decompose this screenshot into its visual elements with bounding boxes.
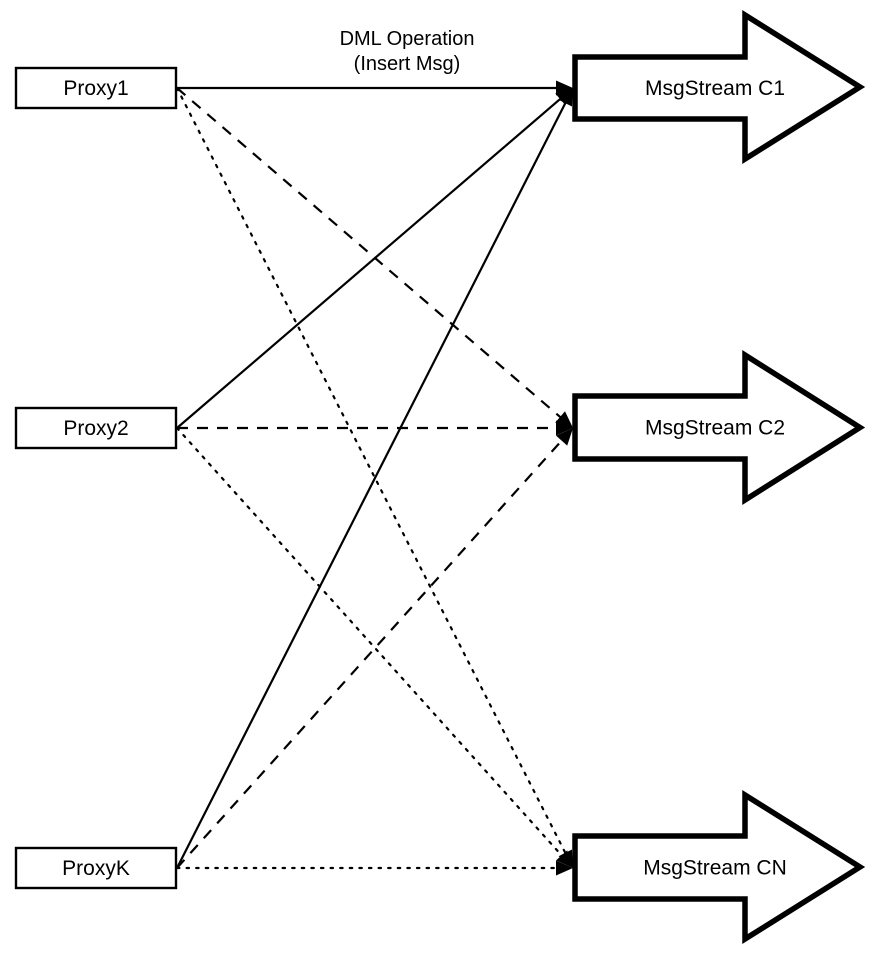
msgstream-node-c2[interactable]: MsgStream C2 [572, 350, 866, 505]
proxy-label: ProxyK [62, 857, 130, 880]
connection-pk-c2 [176, 436, 566, 869]
arrowhead-pk-c1 [558, 88, 573, 107]
connection-pk-c1 [176, 99, 569, 869]
edge-caption: DML Operation (Insert Msg) [340, 28, 475, 75]
edge-caption-line-2: (Insert Msg) [354, 53, 461, 75]
arrowhead-p1-c1 [556, 80, 573, 96]
connection-p1-cn [175, 86, 569, 858]
stream-arrow-shape [572, 790, 866, 944]
connections-layer [175, 86, 569, 870]
connection-p2-c1 [176, 95, 564, 429]
proxy-box [14, 406, 178, 450]
msgstream-node-c1[interactable]: MsgStream C1 [572, 10, 866, 164]
arrowhead-pk-cn [556, 860, 573, 876]
edge-caption-line-1: DML Operation [340, 28, 475, 50]
stream-label: MsgStream CN [643, 857, 787, 880]
arrowhead-pk-c2 [556, 428, 573, 446]
stream-arrow-shape [572, 350, 866, 505]
proxy-node-proxyK[interactable]: ProxyK [14, 846, 178, 890]
proxy-box [14, 66, 178, 110]
arrowhead-p2-cn [556, 850, 573, 868]
connection-p2-cn [175, 426, 566, 860]
stream-label: MsgStream C2 [645, 417, 785, 440]
streams-layer: MsgStream C1 MsgStream C2 MsgStream CN [572, 10, 866, 944]
arrowheads-layer [555, 80, 573, 876]
arrowhead-p2-c2 [556, 420, 573, 436]
proxy-label: Proxy2 [63, 417, 128, 440]
proxy-label: Proxy1 [63, 77, 128, 100]
stream-arrow-shape [572, 10, 866, 164]
stream-label: MsgStream C1 [645, 77, 785, 100]
msgstream-node-cn[interactable]: MsgStream CN [572, 790, 866, 944]
connection-p1-c2 [176, 87, 564, 421]
proxy-node-proxy1[interactable]: Proxy1 [14, 66, 178, 110]
proxy-box [14, 846, 178, 890]
proxy-node-proxy2[interactable]: Proxy2 [14, 406, 178, 450]
